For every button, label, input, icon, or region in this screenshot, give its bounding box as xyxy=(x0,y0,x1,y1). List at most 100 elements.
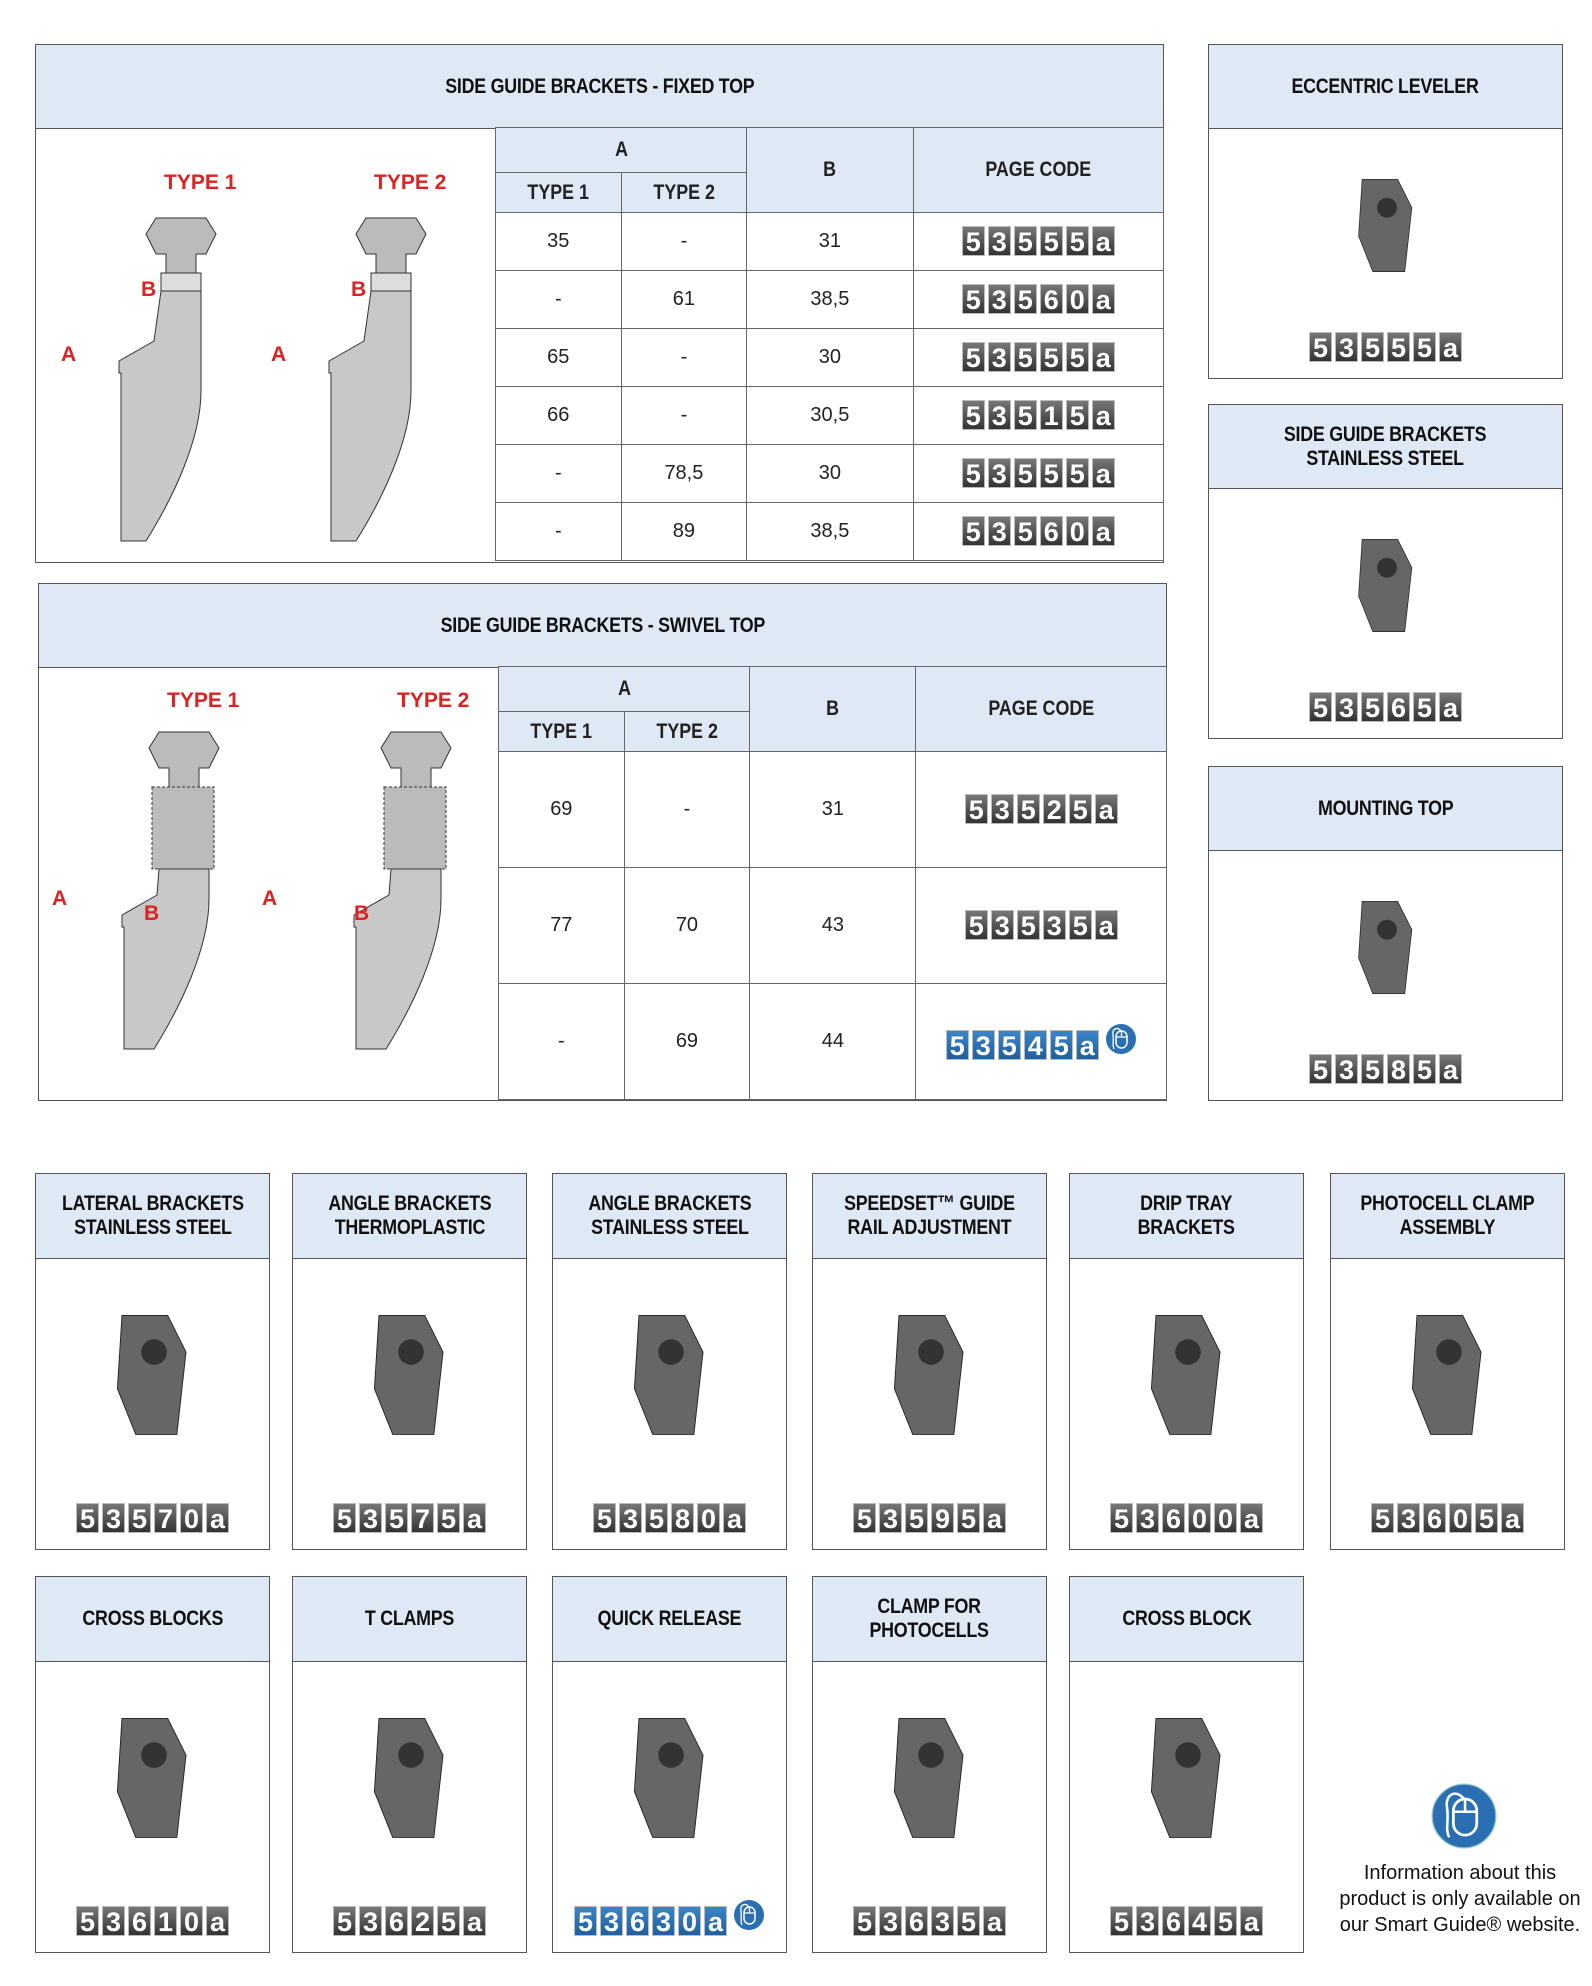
page-code-digit: 0 xyxy=(1065,516,1089,547)
page-code-digit: a xyxy=(1094,910,1118,941)
col-page-code-header: PAGE CODE xyxy=(912,127,1165,213)
page-code-digit: 5 xyxy=(961,400,985,431)
page-code-digit: 5 xyxy=(1068,794,1092,825)
page-code-digit: 3 xyxy=(1335,1054,1358,1085)
dim-a-label: A xyxy=(52,887,68,910)
page-code-digit: 3 xyxy=(990,794,1014,825)
col-type2-header: TYPE 2 xyxy=(620,172,748,213)
mounting-top-image xyxy=(1357,900,1412,994)
page-code-digit: 5 xyxy=(997,1029,1021,1061)
card-title: QUICK RELEASE xyxy=(553,1577,786,1662)
page-code-digit: a xyxy=(1439,332,1462,363)
card-title: LATERAL BRACKETS STAINLESS STEEL xyxy=(36,1174,269,1259)
page-code-digit: 5 xyxy=(1413,332,1436,363)
page-code-digit: 3 xyxy=(1397,1503,1420,1534)
type-label: TYPE 1 xyxy=(167,689,240,712)
page-code-digit: 0 xyxy=(697,1503,720,1534)
b-value: 31 xyxy=(746,212,914,271)
page-code-digit: 4 xyxy=(1188,1906,1211,1937)
page-code-digit: 5 xyxy=(945,1029,969,1061)
page-code-digit: a xyxy=(206,1906,229,1937)
page-code-digit: 5 xyxy=(1110,1503,1133,1534)
page-code-digit: 0 xyxy=(1214,1503,1237,1534)
col-a-header: A xyxy=(497,666,751,712)
card-title: ANGLE BRACKETS THERMOPLASTIC xyxy=(293,1174,526,1259)
mouse-icon[interactable] xyxy=(733,1899,765,1931)
page-code-digit: 5 xyxy=(1049,1029,1073,1061)
page-code-digit: 6 xyxy=(128,1906,151,1937)
mouse-icon[interactable] xyxy=(1105,1023,1137,1055)
page-code-digit: 3 xyxy=(359,1906,382,1937)
page-code-digit: a xyxy=(1439,1054,1462,1085)
page-code-digit: 5 xyxy=(1039,458,1063,489)
page-code-digit: 1 xyxy=(154,1906,177,1937)
b-value: 30,5 xyxy=(746,386,914,445)
page-code-digit: 2 xyxy=(1042,794,1066,825)
page-code-digit: 5 xyxy=(1361,332,1384,363)
page-code-digit: 5 xyxy=(128,1503,151,1534)
b-value: 38,5 xyxy=(746,270,914,329)
page-code-digit: 6 xyxy=(1387,692,1410,723)
page-code-digit: 5 xyxy=(1309,332,1332,363)
page-code-digit: 3 xyxy=(971,1029,995,1061)
page-code-digit: 3 xyxy=(987,342,1011,373)
page-code-digit: 0 xyxy=(678,1906,701,1937)
page-code-digit: 3 xyxy=(987,516,1011,547)
page-code-digit: 5 xyxy=(853,1906,876,1937)
page-code-digit: 1 xyxy=(1039,400,1063,431)
page-code-digit: a xyxy=(1091,400,1115,431)
card-title: CROSS BLOCK xyxy=(1070,1577,1303,1662)
product-image xyxy=(1411,1314,1481,1435)
dim-a-label: A xyxy=(61,343,77,366)
page-code-digit: a xyxy=(983,1503,1006,1534)
page-code-digit: 0 xyxy=(1188,1503,1211,1534)
bracket-illustration xyxy=(121,731,220,1050)
page-code-digit: 5 xyxy=(593,1503,616,1534)
type1-value: - xyxy=(498,983,625,1100)
page-code-digit: 3 xyxy=(1136,1503,1159,1534)
type2-value: 78,5 xyxy=(620,444,748,503)
